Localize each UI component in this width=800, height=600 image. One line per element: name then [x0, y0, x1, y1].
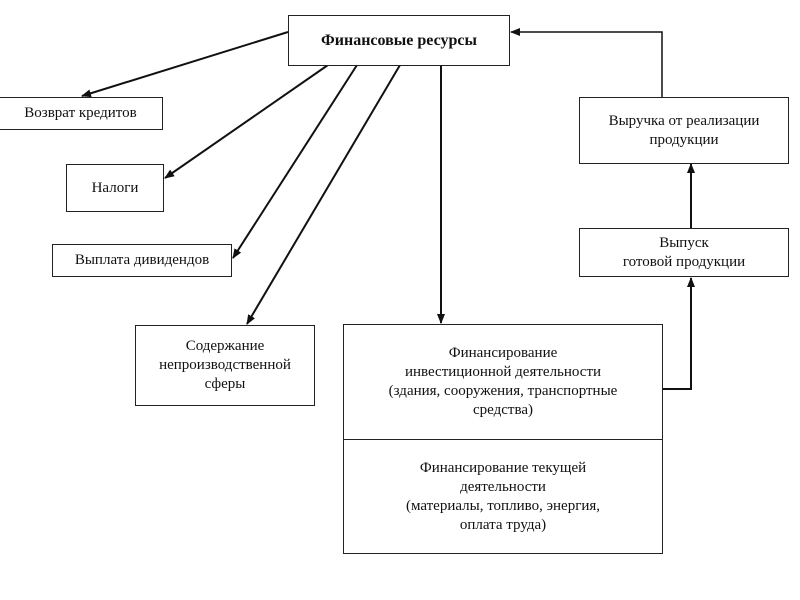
current-line: Финансирование текущей: [419, 460, 587, 476]
current-line: деятельности: [460, 479, 546, 495]
arrow-to-loan-repayment: [81, 31, 289, 98]
arrow-to-dividends: [232, 64, 358, 259]
output-box: Выпуск готовой продукции: [579, 228, 789, 277]
taxes-box: Налоги: [66, 164, 164, 212]
revenue-line: продукции: [649, 131, 719, 148]
nonproduction-line: Содержание: [185, 338, 265, 354]
revenue-box: Выручка от реализации продукции: [579, 97, 789, 164]
nonproduction-box: Содержание непроизводственной сферы: [135, 325, 315, 406]
current-section: Финансирование текущей деятельности (мат…: [344, 441, 662, 553]
loan-repayment-box: Возврат кредитов: [0, 97, 163, 130]
investment-line: инвестиционной деятельности: [404, 364, 602, 380]
arrow-to-taxes: [164, 64, 329, 179]
output-line: готовой продукции: [622, 253, 746, 270]
root-label: Финансовые ресурсы: [321, 32, 477, 49]
investment-section: Финансирование инвестиционной деятельнос…: [344, 325, 662, 440]
arrow-to-nonproduction: [246, 64, 401, 325]
investment-line: средства): [473, 402, 533, 418]
current-line: (материалы, топливо, энергия,: [405, 498, 601, 514]
nonproduction-line: непроизводственной: [159, 357, 291, 373]
revenue-line: Выручка от реализации: [608, 112, 760, 129]
arrow-revenue-to-root: [510, 28, 663, 97]
current-line: оплата труда): [459, 517, 547, 533]
output-line: Выпуск: [659, 234, 709, 251]
investment-line: (здания, сооружения, транспортные: [388, 383, 618, 399]
investment-line: Финансирование: [448, 345, 558, 361]
taxes-label: Налоги: [91, 179, 139, 196]
financing-box: Финансирование инвестиционной деятельнос…: [343, 324, 663, 554]
nonproduction-line: сферы: [204, 376, 246, 392]
loan-repayment-label: Возврат кредитов: [24, 105, 137, 121]
dividends-box: Выплата дивидендов: [52, 244, 232, 277]
arrow-investment-to-output: [662, 277, 695, 390]
dividends-label: Выплата дивидендов: [74, 252, 210, 268]
root-financial-resources-box: Финансовые ресурсы: [288, 15, 510, 66]
